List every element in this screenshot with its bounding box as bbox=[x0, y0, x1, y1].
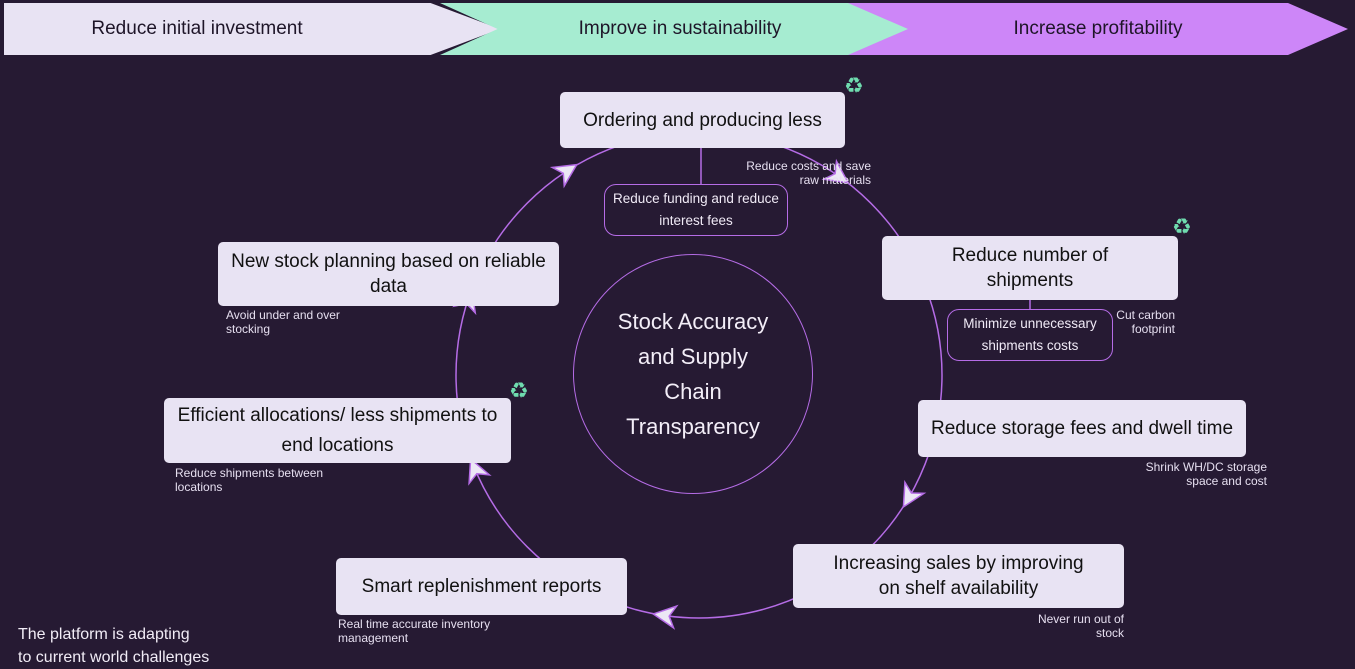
node-increasing-sales: Increasing sales by improving on shelf a… bbox=[793, 544, 1124, 608]
recycle-icon: ♻ bbox=[509, 379, 529, 404]
banner-step-reduce-investment: Reduce initial investment bbox=[4, 3, 500, 55]
cycle-arrowhead-icon bbox=[468, 457, 492, 486]
node-smart-replenishment: Smart replenishment reports bbox=[336, 558, 627, 615]
recycle-icon: ♻ bbox=[844, 74, 864, 99]
node-label: Increasing sales by improving on shelf a… bbox=[833, 553, 1084, 599]
banner-step-label: Increase profitability bbox=[1013, 18, 1183, 39]
node-note: Avoid under and over stocking bbox=[226, 308, 340, 336]
banner-step-label: Improve in sustainability bbox=[578, 18, 782, 39]
node-new-stock-planning: New stock planning based on reliable dat… bbox=[218, 242, 559, 306]
banner-step-profitability: Increase profitability bbox=[848, 3, 1348, 55]
center-title: Stock Accuracy and Supply Chain Transpar… bbox=[617, 309, 769, 439]
node-reduce-shipments: Reduce number of shipments bbox=[882, 236, 1178, 300]
banner-step-sustainability: Improve in sustainability bbox=[440, 3, 920, 55]
recycle-icon: ♻ bbox=[1172, 215, 1192, 240]
footer-line-2: to current world challenges bbox=[18, 649, 210, 666]
node-note: Real time accurate inventory management bbox=[338, 617, 491, 645]
node-label: Reduce number of shipments bbox=[951, 245, 1109, 291]
node-label: Efficient allocations/ less shipments to… bbox=[177, 404, 498, 456]
node-label: New stock planning based on reliable dat… bbox=[231, 251, 546, 297]
banner-step-label: Reduce initial investment bbox=[91, 18, 303, 39]
sub-label: Minimize unnecessary shipments costs bbox=[963, 316, 1097, 353]
node-label: Reduce storage fees and dwell time bbox=[930, 418, 1234, 439]
node-note: Reduce shipments between locations bbox=[175, 466, 324, 494]
cycle-arrowhead-icon bbox=[902, 479, 927, 509]
node-reduce-storage-fees: Reduce storage fees and dwell time bbox=[918, 400, 1246, 457]
footer-caption: The platform is adapting to current worl… bbox=[18, 623, 209, 669]
sub-reduce-funding: Reduce funding and reduce interest fees bbox=[604, 184, 788, 236]
sub-label: Reduce funding and reduce interest fees bbox=[613, 191, 779, 228]
node-label: Smart replenishment reports bbox=[361, 576, 602, 597]
footer-line-1: The platform is adapting bbox=[18, 626, 190, 643]
cycle-arrowhead-icon bbox=[549, 163, 579, 189]
node-note: Reduce costs and save raw materials bbox=[746, 159, 871, 187]
node-ordering-producing-less: Ordering and producing less bbox=[560, 92, 845, 148]
node-label: Ordering and producing less bbox=[583, 109, 822, 131]
node-note: Never run out of stock bbox=[1037, 612, 1124, 640]
node-note: Shrink WH/DC storage space and cost bbox=[1145, 460, 1267, 488]
node-efficient-allocations: Efficient allocations/ less shipments to… bbox=[164, 398, 511, 463]
node-note: Cut carbon footprint bbox=[1116, 308, 1175, 336]
cycle-arrowhead-icon bbox=[651, 604, 679, 630]
sub-minimize-shipments: Minimize unnecessary shipments costs bbox=[947, 309, 1113, 361]
cycle-arrowhead-icon bbox=[821, 158, 850, 184]
center-focus-circle: Stock Accuracy and Supply Chain Transpar… bbox=[573, 254, 813, 494]
